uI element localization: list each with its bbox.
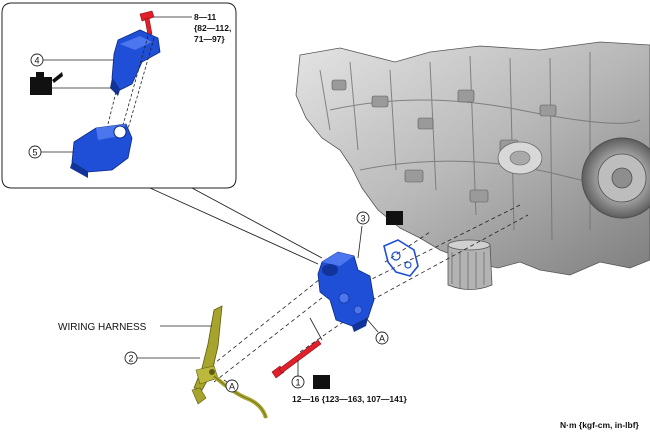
svg-text:{82—112,: {82—112, <box>194 23 231 33</box>
callout-A-part3: A <box>375 331 389 345</box>
callout-A-harness: A <box>225 379 239 393</box>
units-note: N·m {kgf-cm, in-lbf} <box>560 420 640 430</box>
callout-4: 4 <box>30 53 44 67</box>
mounting-bolt-red <box>271 339 322 379</box>
svg-text:1: 1 <box>295 378 300 388</box>
oil-control-solenoid-valve <box>110 29 161 96</box>
svg-text:A: A <box>379 334 385 344</box>
replace-mark-bolt: R <box>313 375 330 389</box>
callout-5: 5 <box>28 145 42 159</box>
wiring-harness <box>191 305 268 419</box>
solenoid-bolt-red <box>139 10 155 36</box>
callout-2: 2 <box>124 351 138 365</box>
torque-spec-bottom: 12—16 {123—163, 107—141} <box>292 394 408 404</box>
apply-oil-icon: OIL <box>30 72 63 95</box>
bolt-leader-bracket <box>309 317 323 341</box>
svg-text:R: R <box>318 378 326 389</box>
torque-spec-top: 8—11 {82—112, 71—97} <box>194 12 231 44</box>
gasket <box>383 239 419 277</box>
oil-icon-label: OIL <box>36 85 46 91</box>
svg-text:71—97}: 71—97} <box>194 34 225 44</box>
svg-text:8—11: 8—11 <box>194 12 216 22</box>
svg-text:A: A <box>229 382 235 392</box>
callout-A-leader-1 <box>365 317 379 333</box>
wiring-harness-label: WIRING HARNESS <box>58 322 147 333</box>
callout-1: 1 <box>291 375 305 389</box>
solenoid-housing <box>70 123 133 178</box>
replace-mark-gasket: R <box>386 211 403 225</box>
callout-3-leader <box>357 225 363 259</box>
svg-text:2: 2 <box>128 354 133 364</box>
svg-text:4: 4 <box>34 56 39 66</box>
detail-view-box <box>1 2 323 265</box>
engine-block <box>295 41 650 290</box>
svg-text:5: 5 <box>32 148 37 158</box>
svg-text:3: 3 <box>360 214 365 224</box>
callout-3: 3 <box>356 211 370 225</box>
oil-control-valve-assembly <box>317 251 375 332</box>
svg-text:R: R <box>391 214 399 225</box>
